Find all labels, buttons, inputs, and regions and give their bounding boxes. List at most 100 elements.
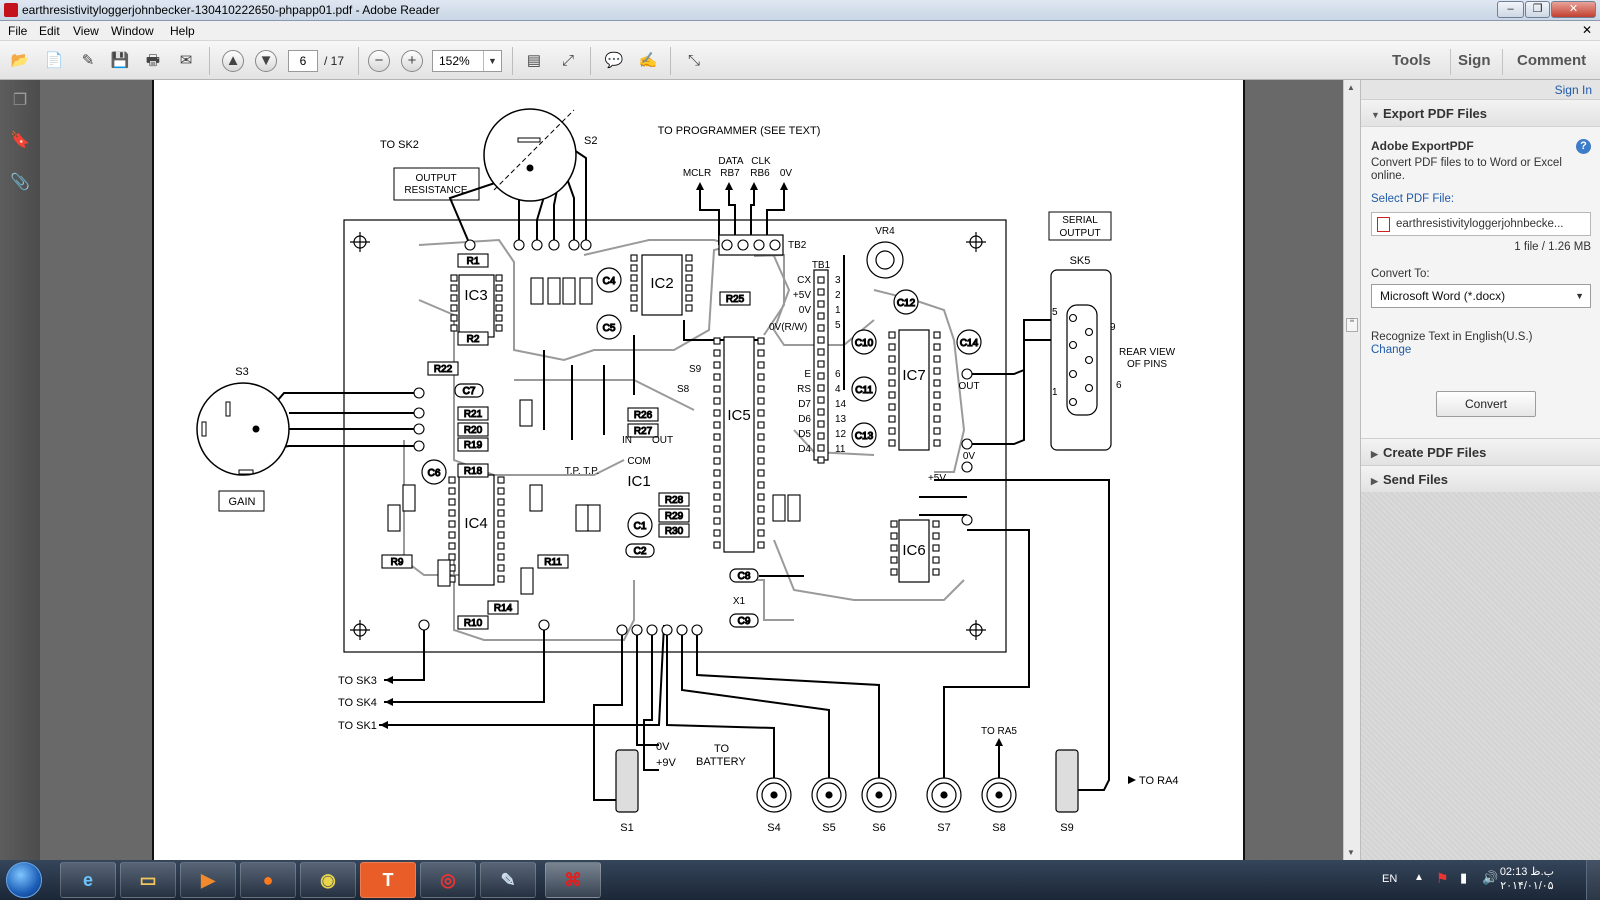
ic-pin [448,487,456,495]
highlight-icon[interactable]: ✍ [638,52,658,69]
menu-view[interactable]: View [73,24,99,38]
convert-to-label: Convert To: [1371,268,1430,280]
email-icon[interactable]: ✉ [179,52,193,69]
close-button[interactable]: ✕ [1551,1,1596,18]
chrome-icon[interactable]: ◉ [300,862,356,898]
label-s3: S3 [235,366,248,378]
scroll-thumb[interactable]: ≡ [1346,317,1358,332]
menu-window[interactable]: Window [111,24,154,38]
resistor-label: R22 [434,364,453,375]
ic-pin [497,509,505,517]
red-app-icon[interactable]: ◎ [420,862,476,898]
export-pdf-section-header[interactable]: ▼Export PDF Files [1361,99,1600,126]
resistor-r10 [457,615,489,630]
ic-pin [757,457,765,465]
bookmarks-icon[interactable]: 🔖 [10,132,30,149]
comment-link[interactable]: Comment [1517,52,1587,69]
read-mode-icon[interactable]: ⤡ [687,52,700,69]
send-files-section-header[interactable]: ▶Send Files [1361,465,1600,492]
vertical-scrollbar[interactable]: ▲ ≡ ▼ [1343,80,1360,860]
create-pdf-section-header[interactable]: ▶Create PDF Files [1361,438,1600,465]
print-icon[interactable]: 🖶 [145,52,161,69]
page-thumbnails-icon[interactable]: ❐ [12,92,28,109]
fit-width-icon[interactable]: ⤢ [561,52,574,69]
switch-pin [548,239,560,251]
adobe-reader-task-icon[interactable]: ⌘ [545,862,601,898]
selected-file[interactable]: earthresistivityloggerjohnbecke... [1371,212,1591,236]
label-to-programmer: TO PROGRAMMER (SEE TEXT) [658,125,821,137]
tools-link[interactable]: Tools [1392,52,1431,69]
zoom-select[interactable]: 152%▼ [432,50,502,72]
sign-link[interactable]: Sign [1458,52,1491,69]
menu-file[interactable]: File [8,24,28,38]
ic-pin [757,505,765,513]
volume-icon[interactable]: 🔊 [1482,870,1499,885]
resistor-label: R1 [467,256,480,267]
ic-pin [497,542,505,550]
pad [418,619,430,631]
tb1-pin-6: 14 [835,399,847,410]
create-pdf-icon[interactable]: 📄 [44,52,64,69]
t-app-icon[interactable]: T [360,862,416,898]
menu-edit[interactable]: Edit [39,24,60,38]
ic-pin [495,314,503,322]
zoom-in-icon[interactable]: + [401,50,423,72]
ic-pin [448,531,456,539]
menu-help[interactable]: Help [170,24,195,38]
navigation-rail: ❐ 🔖 📎 [0,80,40,860]
ic-pin [817,336,825,344]
edit-icon[interactable]: ✎ [81,52,95,69]
minimize-button[interactable]: – [1497,1,1524,18]
resistor-label: R11 [544,557,562,568]
internet-explorer-icon[interactable]: e [60,862,116,898]
ic-pin [448,520,456,528]
ic-pin [450,314,458,322]
label-serial-output: SERIAL [1062,215,1098,226]
media-player-icon[interactable]: ▶ [180,862,236,898]
system-clock[interactable]: 02:13 ب.ظ ۲۰۱۴/۰۱/۰۵ [1499,866,1554,892]
pad [646,624,658,636]
help-icon[interactable]: ? [1576,139,1591,154]
start-button[interactable] [6,862,42,898]
paint-icon[interactable]: ✎ [480,862,536,898]
vertical-resistor [587,504,601,532]
action-center-icon[interactable]: ⚑ [1436,870,1449,886]
comment-icon[interactable]: 💬 [604,52,624,69]
ic-pin [630,304,638,312]
language-indicator[interactable]: EN [1382,873,1398,885]
maximize-button[interactable]: ❐ [1525,1,1550,18]
tray-expand-icon[interactable]: ▲ [1414,872,1424,883]
network-icon[interactable]: ▮ [1460,870,1468,885]
fit-page-icon[interactable]: ▤ [526,52,542,69]
convert-to-select[interactable]: Microsoft Word (*.docx)▼ [1371,284,1591,308]
save-icon[interactable]: 💾 [110,52,130,69]
capacitor-c6 [421,459,447,485]
file-explorer-icon[interactable]: ▭ [120,862,176,898]
dsub-pin [1084,383,1094,393]
dsub-pin [1068,313,1078,323]
open-icon[interactable]: 📂 [10,52,30,69]
firefox-icon[interactable]: ● [240,862,296,898]
sign-in-link[interactable]: Sign In [1554,83,1592,97]
capacitor-c14 [956,329,982,355]
scroll-down-icon[interactable]: ▼ [1347,848,1355,857]
tb1-label-7: D5 [798,429,811,440]
page-number-input[interactable]: 6 [288,50,318,72]
terminal-pin [737,239,749,251]
page-down-icon[interactable]: ▼ [255,50,277,72]
menu-close-icon[interactable]: ✕ [1581,23,1592,37]
label-0v: 0V [780,168,793,179]
convert-button[interactable]: Convert [1436,391,1536,417]
scroll-up-icon[interactable]: ▲ [1347,83,1355,92]
page-up-icon[interactable]: ▲ [222,50,244,72]
change-link[interactable]: Change [1371,344,1412,356]
show-desktop-button[interactable] [1586,860,1600,900]
label-serial-output: OUTPUT [1059,228,1100,239]
taskbar: e ▭ ▶ ● ◉ T ◎ ✎ ⌘ EN ▲ ⚑ ▮ 🔊 02:13 ب.ظ ۲… [0,860,1600,900]
ic-pin [713,433,721,441]
terminal-pin [769,239,781,251]
ic-pin [757,481,765,489]
attachments-icon[interactable]: 📎 [10,174,30,191]
zoom-out-icon[interactable]: − [368,50,390,72]
